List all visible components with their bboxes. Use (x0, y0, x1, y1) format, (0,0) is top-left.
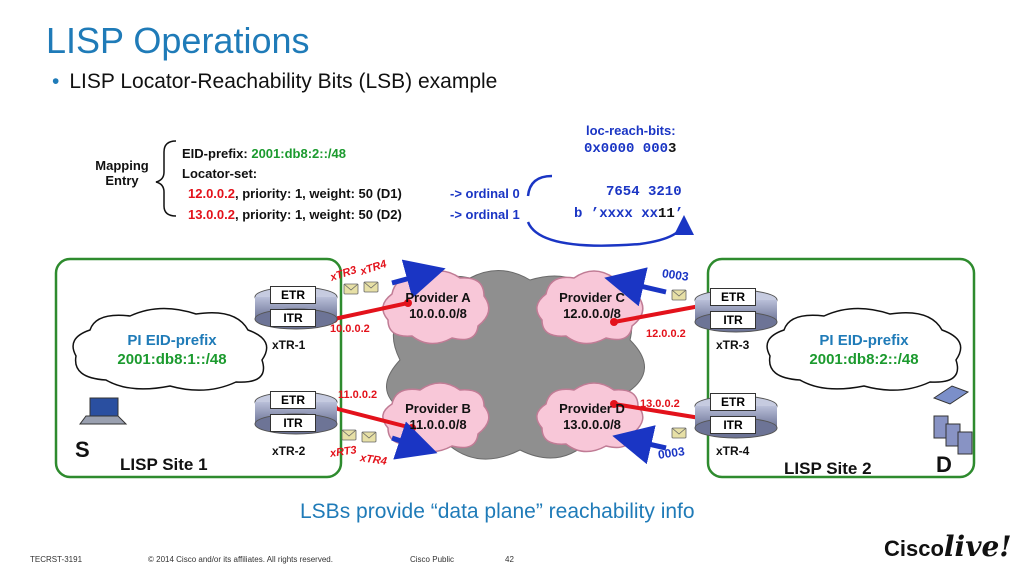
xtr1-etr-box: ETR (270, 286, 316, 304)
provider-b-label: Provider B 11.0.0.0/8 (388, 401, 488, 433)
loc-reach-hex: 0x0000 0003 (584, 141, 676, 157)
locator1-attrs: , priority: 1, weight: 50 (D1) (235, 186, 402, 201)
locator2-line: 13.0.0.2, priority: 1, weight: 50 (D2) (188, 207, 402, 222)
live-logo-text: live! (943, 530, 1012, 563)
site2-eid: PI EID-prefix 2001:db8:2::/48 (776, 331, 952, 369)
locator1-line: 12.0.0.2, priority: 1, weight: 50 (D1) (188, 186, 402, 201)
footer-page-number: 42 (505, 555, 514, 564)
link-xtr3-provider-c (613, 304, 701, 324)
arrow-site1-top (391, 259, 446, 299)
xtr3-itr-box: ITR (710, 311, 756, 329)
mapping-entry-label: Mapping Entry (86, 158, 158, 188)
binary-suffix: ’ (674, 206, 684, 222)
provider-b-name: Provider B (405, 401, 471, 416)
binary-prefix: b ’xxxx xx (574, 206, 659, 222)
provider-a-label: Provider A 10.0.0.0/8 (388, 290, 488, 322)
xtr2-address: 11.0.0.2 (338, 389, 378, 401)
cisco-live-logo: Ciscolive! (884, 530, 1012, 563)
eid-prefix-value: 2001:db8:2::/48 (251, 146, 346, 161)
binary-bits: 11 (658, 206, 675, 222)
xtr3-etr-box: ETR (710, 288, 756, 306)
bit-positions: 7654 3210 (606, 184, 682, 200)
slide-title: LISP Operations (46, 20, 310, 61)
loc-reach-bits-label: loc-reach-bits: (586, 123, 676, 138)
footer-code: TECRST-3191 (30, 555, 83, 564)
xtr4-address: 13.0.0.2 (640, 398, 680, 410)
provider-a-prefix: 10.0.0.0/8 (409, 306, 467, 321)
arrow-site2-bottom (612, 425, 667, 465)
locator2-attrs: , priority: 1, weight: 50 (D2) (235, 207, 402, 222)
site1-eid: PI EID-prefix 2001:db8:1::/48 (84, 331, 260, 369)
provider-c-name: Provider C (559, 290, 625, 305)
laptop-icon (79, 397, 128, 425)
cisco-logo-text: Cisco (884, 536, 944, 561)
ordinal-map-arrow (526, 174, 684, 247)
host-d: D (936, 452, 952, 477)
xtr2-etr-box: ETR (270, 391, 316, 409)
site1-eid-label: PI EID-prefix (127, 332, 217, 349)
site1-eid-cloud (72, 307, 268, 391)
provider-a-name: Provider A (405, 290, 471, 305)
xtr2-label: xTR-2 (272, 444, 306, 458)
mapping-label-line1: Mapping (95, 158, 149, 173)
site2-eid-label: PI EID-prefix (819, 332, 909, 349)
arrow-site2-top (604, 267, 667, 307)
xtr3-label: xTR-3 (716, 338, 750, 352)
xtr4-etr-box: ETR (710, 393, 756, 411)
mapping-label-line2: Entry (105, 173, 139, 188)
site1-name: LISP Site 1 (120, 455, 208, 474)
loc-reach-hex-prefix: 0x0000 000 (584, 141, 669, 157)
link-xtr4-provider-d (613, 402, 701, 420)
site2-name: LISP Site 2 (784, 459, 872, 478)
footer-copyright: © 2014 Cisco and/or its affiliates. All … (148, 555, 333, 564)
bullet-text: LISP Locator-Reachability Bits (LSB) exa… (69, 70, 498, 93)
loc-reach-hex-last: 3 (668, 141, 677, 157)
provider-d-label: Provider D 13.0.0.0/8 (542, 401, 642, 433)
locator1-ordinal: -> ordinal 0 (450, 186, 520, 201)
envelope-icon (341, 281, 687, 443)
xtr4-label: xTR-4 (716, 444, 750, 458)
site1-eid-value: 2001:db8:1::/48 (117, 351, 227, 368)
bullet-point: • LISP Locator-Reachability Bits (LSB) ex… (52, 70, 497, 94)
link-xtr1-dot-b (404, 299, 412, 307)
site2-eid-value: 2001:db8:2::/48 (809, 351, 919, 368)
provider-c-prefix: 12.0.0.0/8 (563, 306, 621, 321)
xtr3-address: 12.0.0.2 (646, 328, 686, 340)
xtr2-itr-box: ITR (270, 414, 316, 432)
host-s: S (75, 437, 90, 462)
eid-prefix-line: EID-prefix: 2001:db8:2::/48 (182, 146, 346, 161)
provider-c-label: Provider C 12.0.0.0/8 (542, 290, 642, 322)
arrow-site1-bottom (391, 421, 438, 460)
provider-d-name: Provider D (559, 401, 625, 416)
locator2-ordinal: -> ordinal 1 (450, 207, 520, 222)
locator2-ip: 13.0.0.2 (188, 207, 235, 222)
site2-border (706, 257, 976, 479)
footer-classification: Cisco Public (410, 555, 455, 564)
xtr1-itr-box: ITR (270, 309, 316, 327)
provider-b-prefix: 11.0.0.0/8 (409, 417, 467, 432)
slide-caption: LSBs provide “data plane” reachability i… (300, 500, 695, 523)
bullet-dot: • (52, 70, 60, 93)
xtr4-itr-box: ITR (710, 416, 756, 434)
loc-reach-binary: b ’xxxx xx11’ (574, 206, 683, 222)
site2-eid-cloud (766, 307, 962, 391)
link-xtr1-provider-a (333, 301, 409, 321)
server-icon (932, 385, 973, 455)
site1-border (54, 257, 343, 479)
xtr1-address: 10.0.0.2 (330, 323, 370, 335)
xtr1-label: xTR-1 (272, 338, 306, 352)
link-xtr3-dot-b (610, 318, 618, 326)
eid-prefix-label: EID-prefix: (182, 146, 252, 161)
link-xtr4-dot-b (610, 400, 618, 408)
locator-set-label: Locator-set: (182, 166, 258, 181)
locator1-ip: 12.0.0.2 (188, 186, 235, 201)
mapping-brace (155, 140, 177, 217)
provider-d-prefix: 13.0.0.0/8 (563, 417, 621, 432)
